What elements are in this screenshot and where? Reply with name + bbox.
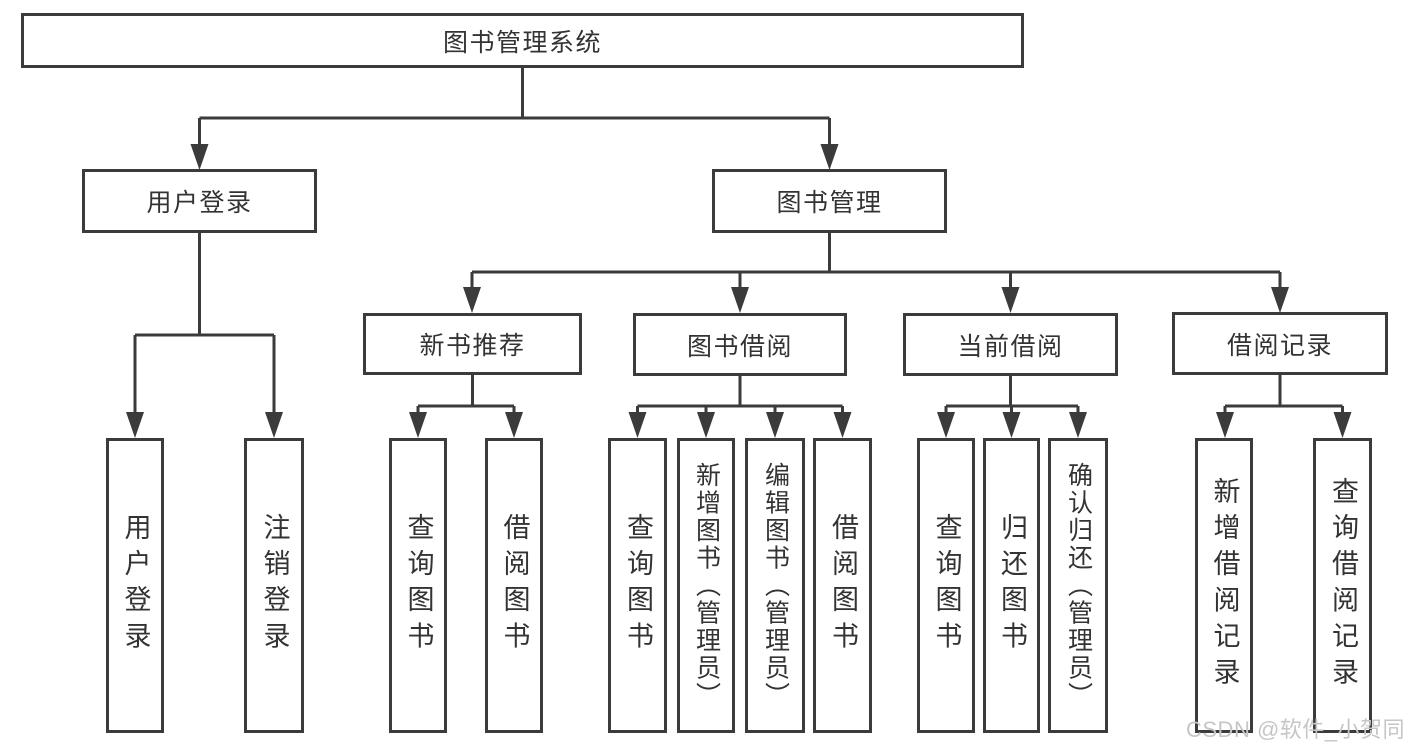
node-current-borrow: 当前借阅 — [903, 313, 1118, 376]
node-leaf-borrow-add: 新增图书（管理员） — [677, 438, 735, 733]
node-leaf-record-query: 查询借阅记录 — [1313, 438, 1372, 733]
node-leaf-logout: 注销登录 — [244, 438, 304, 733]
node-leaf-current-confirm-label: 确认归还（管理员） — [1064, 461, 1093, 710]
node-leaf-current-query-label: 查询图书 — [931, 513, 962, 658]
node-borrow-records: 借阅记录 — [1172, 312, 1388, 375]
arrowheads — [126, 144, 1352, 438]
node-leaf-current-return-label: 归还图书 — [997, 513, 1027, 658]
node-leaf-borrow-edit: 编辑图书（管理员） — [745, 438, 805, 733]
node-leaf-borrow-add-label: 新增图书（管理员） — [692, 461, 721, 710]
node-leaf-borrow-edit-label: 编辑图书（管理员） — [761, 461, 790, 710]
node-borrow-records-label: 借阅记录 — [1226, 331, 1333, 360]
node-user-login: 用户登录 — [82, 169, 317, 233]
node-new-book-recommend-label: 新书推荐 — [419, 332, 526, 360]
node-leaf-current-query: 查询图书 — [917, 438, 975, 733]
node-leaf-newbook-borrow: 借阅图书 — [485, 438, 543, 733]
node-leaf-user-login-label: 用户登录 — [120, 513, 151, 658]
node-root: 图书管理系统 — [21, 13, 1024, 68]
csdn-watermark: CSDN @软件_小贺同学 — [1186, 717, 1405, 742]
node-user-login-label: 用户登录 — [146, 189, 253, 217]
node-book-management: 图书管理 — [712, 169, 947, 233]
node-leaf-borrow-query: 查询图书 — [608, 438, 667, 733]
node-leaf-record-query-label: 查询借阅记录 — [1328, 476, 1358, 695]
node-leaf-record-add-label: 新增借阅记录 — [1209, 476, 1240, 695]
node-leaf-current-return: 归还图书 — [983, 438, 1040, 733]
node-leaf-newbook-query-label: 查询图书 — [403, 513, 434, 658]
node-leaf-user-login: 用户登录 — [106, 438, 164, 733]
node-book-borrow: 图书借阅 — [633, 313, 847, 376]
node-leaf-borrow-borrow-label: 借阅图书 — [828, 513, 858, 658]
node-current-borrow-label: 当前借阅 — [957, 332, 1064, 361]
node-book-management-label: 图书管理 — [776, 189, 883, 217]
node-leaf-borrow-borrow: 借阅图书 — [813, 438, 872, 733]
node-leaf-borrow-query-label: 查询图书 — [623, 513, 653, 658]
node-leaf-logout-label: 注销登录 — [259, 513, 290, 658]
node-root-label: 图书管理系统 — [442, 28, 602, 57]
node-book-borrow-label: 图书借阅 — [686, 332, 793, 361]
node-leaf-newbook-borrow-label: 借阅图书 — [499, 513, 530, 658]
node-leaf-newbook-query: 查询图书 — [389, 438, 447, 733]
node-leaf-record-add: 新增借阅记录 — [1195, 438, 1253, 733]
node-new-book-recommend: 新书推荐 — [363, 313, 582, 375]
node-leaf-current-confirm: 确认归还（管理员） — [1048, 438, 1108, 733]
